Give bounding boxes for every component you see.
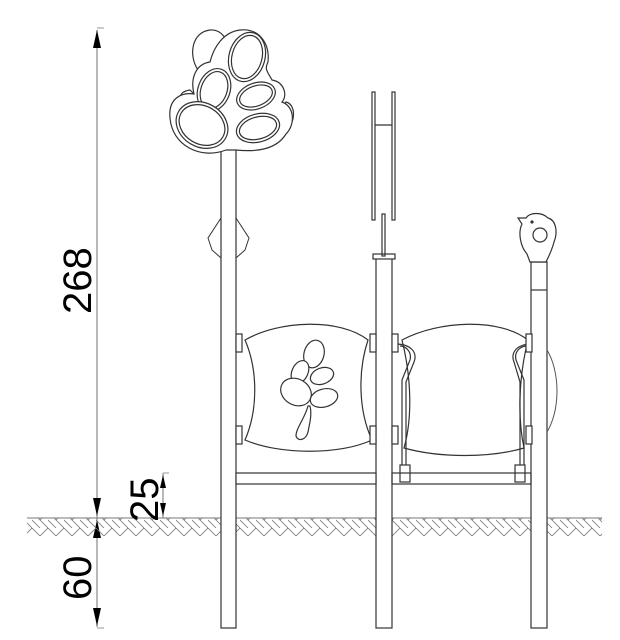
left-post bbox=[220, 147, 237, 629]
post-bracket bbox=[207, 217, 250, 259]
dimension-label-seat-clearance: 25 bbox=[123, 477, 167, 523]
tree-top-ornament bbox=[169, 29, 295, 154]
seat-right bbox=[391, 323, 533, 483]
dimension-label-total-height: 268 bbox=[56, 247, 100, 314]
seat-rail-right bbox=[391, 472, 532, 485]
ground-line bbox=[27, 517, 602, 536]
center-sign-board bbox=[371, 91, 396, 257]
right-post bbox=[530, 261, 548, 629]
dimension-total-height bbox=[93, 27, 104, 518]
swing-gate-arc bbox=[546, 349, 558, 433]
bird-figure bbox=[516, 212, 557, 263]
dimension-label-foundation-depth: 60 bbox=[56, 555, 100, 601]
seat-left bbox=[235, 323, 377, 452]
seat-rail-left bbox=[235, 472, 377, 485]
dimension-seat-clearance bbox=[160, 472, 169, 518]
